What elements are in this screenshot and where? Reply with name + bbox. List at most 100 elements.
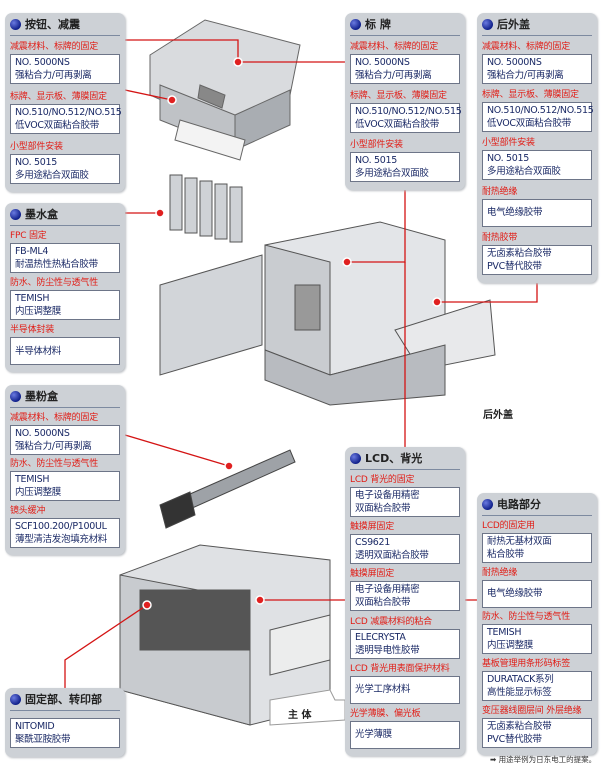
product-text: CS9621	[355, 537, 391, 549]
product-text: NO. 5000NS	[15, 57, 70, 69]
panel-title: 标 牌	[365, 18, 391, 31]
bullet-icon	[350, 452, 361, 464]
use-case-label: FPC 固定	[10, 231, 47, 241]
panel-title: 墨粉盒	[25, 390, 58, 403]
bullet-icon	[482, 498, 493, 510]
product-text: 双面粘合胶带	[355, 597, 411, 609]
use-case: 耐热绝缘电气绝缘胶带	[482, 186, 592, 227]
product-text: 强粘合力/可再剥离	[15, 440, 92, 452]
product-text: NO. 5000NS	[487, 56, 542, 68]
panel-title: 固定部、转印部	[25, 693, 102, 706]
product-text: NO.510/NO.512/NO.515	[355, 106, 462, 117]
bullet-icon	[10, 390, 21, 402]
product-text: 强粘合力/可再剥离	[15, 70, 92, 82]
use-case-label: 耐热胶带	[482, 233, 518, 244]
product-text: PVC替代胶带	[487, 261, 542, 273]
product-text: 聚酰亚胺胶带	[15, 733, 71, 745]
product-box: 光学薄膜	[350, 720, 460, 749]
product-text: TEMISH	[487, 627, 522, 639]
main-body-tag: 主 体	[288, 710, 312, 721]
use-case-label: 减震材料、标牌的固定	[10, 42, 99, 53]
product-text: 电气绝缘胶带	[487, 588, 543, 600]
panel-title: 墨水盒	[25, 208, 58, 221]
bullet-icon	[482, 18, 493, 30]
product-text: SCF100.200/P100UL	[15, 521, 107, 533]
use-case: 耐热绝缘电气绝缘胶带	[482, 567, 592, 608]
use-case-label: 变压器线圈层间 外层绝缘	[482, 706, 582, 717]
product-box: 耐热无基材双面粘合胶带	[482, 532, 592, 563]
product-text: PVC替代胶带	[487, 734, 542, 746]
use-case-label: LCD的固定用	[482, 520, 535, 531]
use-case-label: 触摸屏固定	[350, 569, 395, 580]
product-text: 内压调整膜	[15, 306, 62, 317]
bullet-icon	[10, 18, 21, 30]
product-text: 半导体材料	[15, 345, 62, 357]
use-case-label: LCD 背光的固定	[350, 475, 415, 486]
product-box: DURATACK系列高性能显示标签	[482, 671, 592, 702]
use-case-label: 小型部件安装	[482, 138, 535, 149]
use-case-label: 防水、防尘性与透气性	[482, 612, 571, 623]
bullet-icon	[350, 18, 361, 30]
product-text: 低VOC双面粘合胶带	[487, 118, 571, 130]
use-case-label: 半导体封装	[10, 325, 55, 335]
use-case-label: 耐热绝缘	[482, 186, 518, 197]
use-case-label: 触摸屏固定	[350, 522, 395, 533]
product-text: 电气绝缘胶带	[487, 207, 543, 219]
product-box: 光学工序材料	[350, 675, 460, 704]
toner-cartridge-image	[159, 449, 296, 529]
callout-dots	[142, 57, 442, 610]
product-text: TEMISH	[15, 474, 50, 486]
panel-header: 标 牌	[350, 13, 460, 36]
use-case: LCD 背光用表面保护材料光学工序材料	[350, 663, 460, 704]
product-text: 多用途粘合双面胶	[355, 168, 429, 179]
use-case-label: 光学薄膜、偏光板	[350, 708, 421, 719]
use-case: 半导体封装半导体材料	[10, 324, 120, 365]
panel-header: 按钮、减震	[10, 13, 120, 36]
product-text: 光学薄膜	[355, 729, 392, 741]
use-case: LCD 背光的固定电子设备用精密双面粘合胶带	[350, 474, 460, 518]
use-case-label: 防水、防尘性与透气性	[10, 459, 99, 470]
product-text: ELECRYSTA	[355, 631, 406, 643]
product-text: 耐热无基材双面	[487, 535, 552, 547]
product-text: 透明双面粘合胶带	[355, 550, 429, 562]
use-case: 触摸屏固定电子设备用精密双面粘合胶带	[350, 568, 460, 612]
panel-title: 电路部分	[497, 498, 541, 511]
product-text: 电子设备用精密	[355, 490, 420, 502]
product-text: 强粘合力/可再剥离	[355, 70, 432, 81]
product-text: 低VOC双面粘合胶带	[15, 119, 99, 131]
product-box: 电子设备用精密双面粘合胶带	[350, 487, 460, 518]
product-text: 耐温热性热粘合胶带	[15, 259, 98, 270]
product-text: NO. 5000NS	[355, 57, 410, 68]
use-case-label: 标牌、显示板、薄膜固定	[482, 90, 579, 101]
product-text: NO.510/NO.512/NO.515	[487, 105, 594, 117]
